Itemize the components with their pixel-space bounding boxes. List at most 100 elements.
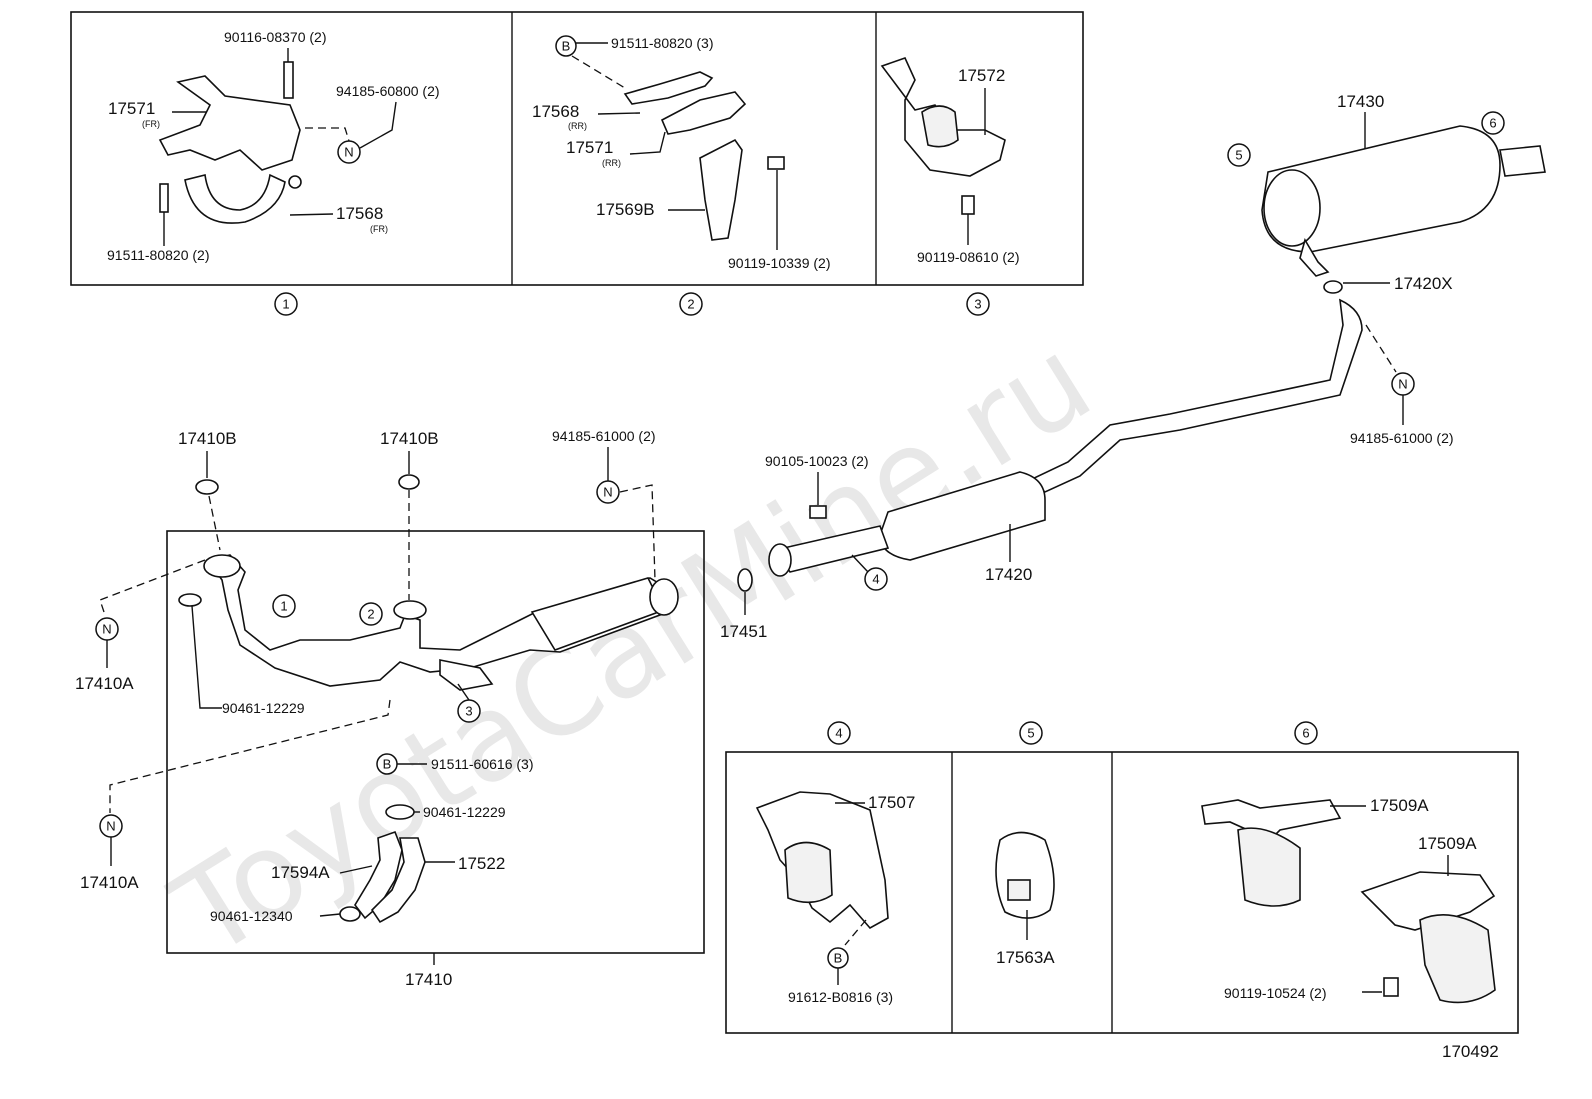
detail-marker-1: 1: [282, 297, 289, 312]
part-label-17420x[interactable]: 17420X: [1394, 274, 1453, 293]
part-label-91511-60616[interactable]: 91511-60616 (3): [431, 756, 533, 772]
hose-17522-shape: [370, 837, 426, 924]
leader-line: [629, 131, 666, 155]
nut-symbol-letter: N: [603, 485, 612, 500]
part-label-17451[interactable]: 17451: [720, 622, 767, 641]
part-label-17410b-mid[interactable]: 17410B: [380, 429, 439, 448]
part-label-17410[interactable]: 17410: [405, 970, 452, 989]
dashed-leader: [619, 484, 656, 581]
dashed-leader: [305, 127, 350, 142]
nut-symbol-letter: N: [106, 819, 115, 834]
bracket-17571-rr-shape: [660, 91, 747, 135]
flange-shape: [393, 600, 427, 620]
part-label-90461-12229[interactable]: 90461-12229: [222, 700, 305, 716]
part-label-90461-12229-b[interactable]: 90461-12229: [423, 804, 506, 820]
clamp-shape: [178, 593, 202, 607]
gasket-17451-shape: [737, 568, 753, 592]
part-label-17568-rr[interactable]: 17568: [532, 102, 579, 121]
leader-line: [289, 213, 334, 216]
dashed-leader: [99, 559, 206, 616]
detail-1-group: 90116-08370 (2) 94185-60800 (2) N 17571 …: [107, 29, 440, 263]
detail-2-group: B 91511-80820 (3) 17568 (RR) 17571 (RR) …: [532, 35, 830, 271]
part-label-90119-08610[interactable]: 90119-08610 (2): [917, 249, 1019, 265]
part-label-91511-80820-3[interactable]: 91511-80820 (3): [611, 35, 713, 51]
bottom-details-frame: [725, 751, 1519, 1034]
part-label-17571-rr[interactable]: 17571: [566, 138, 613, 157]
dashed-leader: [571, 55, 626, 89]
part-label-17509a-2[interactable]: 17509A: [1418, 834, 1477, 853]
part-label-17522[interactable]: 17522: [458, 854, 505, 873]
rubber-cushion-shape: [784, 841, 833, 904]
bracket-shape: [439, 659, 494, 691]
detail-marker-5-icon: [1019, 721, 1043, 745]
bolt-symbol-letter: B: [383, 757, 392, 772]
stay-17569b-shape: [699, 138, 743, 241]
detail-4-group: 17507 B 91612-B0816 (3): [755, 791, 915, 1005]
bolt-shape: [767, 156, 785, 170]
nut-symbol-letter: N: [344, 145, 353, 160]
callout-4: 4: [872, 572, 879, 587]
part-label-17410a-1[interactable]: 17410A: [75, 674, 134, 693]
part-label-17563a[interactable]: 17563A: [996, 948, 1055, 967]
part-label-94185-61000-top[interactable]: 94185-61000 (2): [552, 428, 656, 444]
part-label-17569b[interactable]: 17569B: [596, 200, 655, 219]
part-label-17572[interactable]: 17572: [958, 66, 1005, 85]
dashed-leader: [1365, 324, 1397, 373]
part-label-94185-61000-right[interactable]: 94185-61000 (2): [1350, 430, 1454, 446]
callout-1-icon: [272, 594, 296, 618]
rubber-cushion-shape: [1419, 914, 1496, 1004]
figure-id: 170492: [1442, 1042, 1499, 1061]
muffler-shape: [1261, 125, 1501, 253]
support-17568-fr-shape: [184, 173, 286, 224]
part-label-90119-10339[interactable]: 90119-10339 (2): [728, 255, 830, 271]
dashed-leader: [208, 495, 221, 551]
detail-marker-6: 6: [1302, 726, 1309, 741]
bracket-17572-shape: [880, 57, 1006, 177]
bolt-symbol-letter: B: [834, 951, 843, 966]
detail-marker-3: 3: [974, 297, 981, 312]
part-label-17571-fr[interactable]: 17571: [108, 99, 155, 118]
top-details-frame: [70, 11, 1084, 286]
clamp-shape: [385, 804, 415, 820]
bolt-shape: [1383, 977, 1399, 997]
part-label-17410a-2[interactable]: 17410A: [80, 873, 139, 892]
part-sub-rr: (RR): [602, 158, 621, 168]
muffler-end-shape: [1263, 169, 1321, 247]
part-label-90461-12340[interactable]: 90461-12340: [210, 908, 293, 924]
rubber-cushion-shape: [921, 105, 959, 148]
nut-symbol-letter: N: [1398, 377, 1407, 392]
part-label-17568-fr[interactable]: 17568: [336, 204, 383, 223]
callout-6: 6: [1489, 116, 1496, 131]
bolt-shape: [283, 61, 294, 99]
detail-marker-4: 4: [835, 726, 842, 741]
part-label-17507[interactable]: 17507: [868, 793, 915, 812]
part-label-17509a-1[interactable]: 17509A: [1370, 796, 1429, 815]
part-label-91612-b0816[interactable]: 91612-B0816 (3): [788, 989, 893, 1005]
rubber-cushion-shape: [1237, 827, 1301, 907]
part-sub-fr: (FR): [142, 119, 160, 129]
part-label-17420[interactable]: 17420: [985, 565, 1032, 584]
inlet-pipe-shape: [1299, 237, 1330, 277]
pipe-shape: [1028, 298, 1363, 493]
support-17568-rr-shape: [623, 71, 714, 105]
part-label-94185-60800[interactable]: 94185-60800 (2): [336, 83, 440, 99]
detail-marker-4-icon: [827, 721, 851, 745]
callout-2-icon: [359, 602, 383, 626]
callout-2: 2: [367, 607, 374, 622]
detail-marker-5: 5: [1027, 726, 1034, 741]
part-sub-rr: (RR): [568, 121, 587, 131]
part-label-17430[interactable]: 17430: [1337, 92, 1384, 111]
part-label-90116-08370[interactable]: 90116-08370 (2): [224, 29, 326, 45]
bracket-17509a-bottom-shape: [1360, 871, 1496, 931]
part-label-91511-80820[interactable]: 91511-80820 (2): [107, 247, 209, 263]
flange-shape: [203, 554, 241, 578]
part-label-17594a[interactable]: 17594A: [271, 863, 330, 882]
detail-6-group: 17509A 17509A 90119-10524 (2): [1201, 796, 1496, 1004]
bolt-symbol-letter: B: [562, 39, 571, 54]
part-label-17410b-left[interactable]: 17410B: [178, 429, 237, 448]
part-label-90105-10023[interactable]: 90105-10023 (2): [765, 453, 869, 469]
bracket-17509a-top-shape: [1201, 799, 1342, 841]
part-label-90119-10524[interactable]: 90119-10524 (2): [1224, 985, 1326, 1001]
leader-line: [457, 683, 470, 701]
